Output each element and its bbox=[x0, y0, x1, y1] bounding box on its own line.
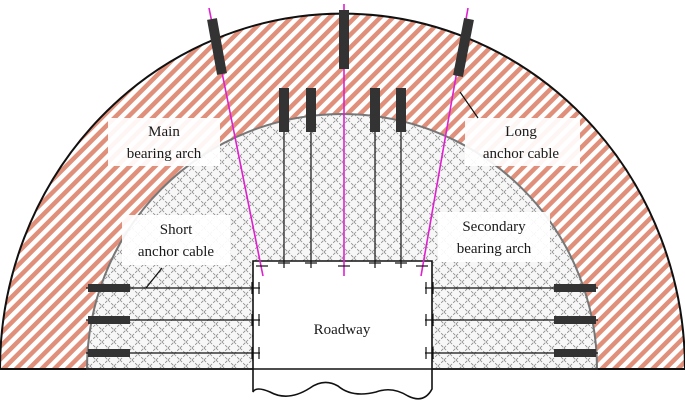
label-main-arch-line1: Main bbox=[148, 124, 180, 140]
label-main-arch-line2: bearing arch bbox=[127, 146, 202, 162]
label-secondary-arch-line2: bearing arch bbox=[457, 241, 532, 257]
side-bolt-bodies bbox=[88, 284, 596, 357]
label-secondary-arch-line1: Secondary bbox=[462, 219, 526, 235]
label-roadway: Roadway bbox=[314, 322, 371, 338]
long-cable-leader bbox=[459, 91, 479, 119]
right-bolt-1 bbox=[554, 284, 596, 292]
long-cable-bolt-bodies bbox=[207, 10, 474, 77]
top-bolt-bodies bbox=[279, 88, 406, 132]
roadway-outline bbox=[252, 260, 433, 400]
label-bg-short-cable bbox=[122, 215, 230, 265]
label-bg-long-cable bbox=[465, 118, 580, 166]
label-short-cable-line1: Short bbox=[160, 222, 193, 238]
side-cable-ticks bbox=[251, 282, 434, 359]
secondary-bearing-arch bbox=[85, 113, 599, 370]
left-bolt-2 bbox=[88, 316, 130, 324]
right-bolt-3 bbox=[554, 349, 596, 357]
label-long-cable-line1: Long bbox=[505, 124, 537, 140]
label-long-cable-line2: anchor cable bbox=[483, 146, 560, 162]
label-short-cable-line2: anchor cable bbox=[138, 244, 215, 260]
short-cable-leader bbox=[145, 267, 163, 289]
label-bg-main-arch bbox=[108, 118, 220, 166]
label-bg-secondary-arch bbox=[438, 212, 550, 262]
left-bolt-1 bbox=[88, 284, 130, 292]
left-bolt-3 bbox=[88, 349, 130, 357]
right-bolt-2 bbox=[554, 316, 596, 324]
